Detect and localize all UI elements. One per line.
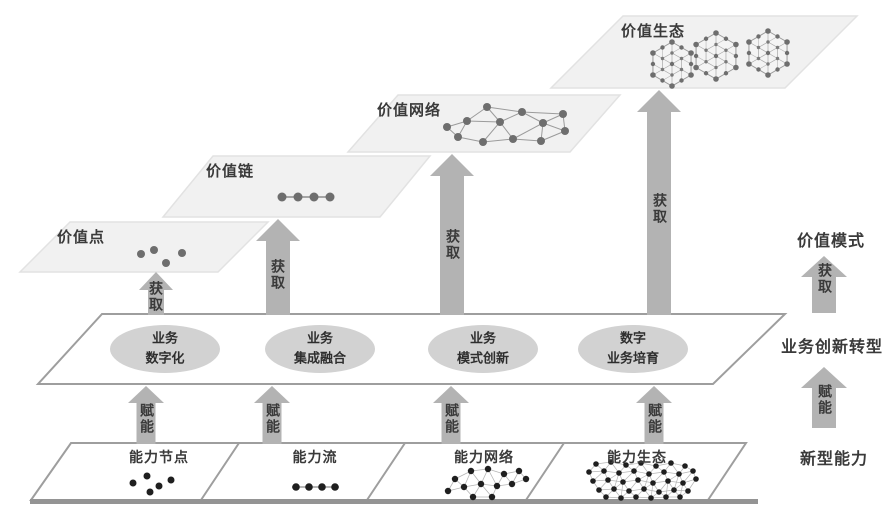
- tier-planes: [18, 15, 859, 273]
- tier-label-value-point: 价值点: [57, 228, 106, 246]
- ellipse-3-line-2: 业务培育: [606, 351, 660, 366]
- capability-network-glyph: [444, 465, 530, 501]
- enable-arrow-label-4: 赋能: [646, 403, 662, 435]
- capability-separator-1: [200, 442, 240, 501]
- ellipse-2-line-2: 模式创新: [456, 351, 510, 366]
- tier-label-value-network: 价值网络: [377, 101, 442, 119]
- ellipse-integration: [265, 325, 375, 373]
- capability-cell-label-network: 能力网络: [454, 450, 514, 466]
- baseline: [30, 499, 758, 504]
- ellipse-label-digital-cultivation: 数字 业务培育: [607, 330, 659, 369]
- capability-ecosystem-glyph: [586, 459, 699, 501]
- tier-plane-value-network: [346, 94, 622, 153]
- value-chain-glyph: [277, 192, 335, 202]
- ellipse-3-line-1: 数字: [619, 331, 647, 347]
- acquire-arrow-label-3: 获取: [444, 229, 460, 261]
- capability-cell-label-node: 能力节点: [129, 450, 189, 466]
- tier-plane-value-chain: [161, 155, 432, 218]
- ellipse-1-line-2: 集成融合: [293, 351, 347, 366]
- tier-label-value-chain: 价值链: [206, 162, 255, 180]
- ellipse-label-integration: 业务 集成融合: [294, 330, 346, 369]
- acquire-arrow-label-1: 获取: [147, 281, 163, 313]
- enable-arrow-label-1: 赋能: [138, 403, 154, 435]
- value-point-dots-glyph: [137, 246, 186, 267]
- ellipse-0-line-1: 业务: [151, 331, 179, 347]
- capability-node-dots-glyph: [129, 472, 175, 496]
- enable-arrow-label-2: 赋能: [264, 403, 280, 435]
- ellipse-digitalization: [110, 325, 220, 373]
- legend-acquire-label: 获取: [816, 263, 832, 295]
- legend-enable-label: 赋能: [816, 384, 832, 416]
- legend-transform: 业务创新转型: [780, 337, 884, 356]
- value-ecosystem-hexagons-glyph: [650, 28, 790, 89]
- ellipse-digital-cultivation: [578, 325, 688, 373]
- transform-ellipses: [110, 325, 688, 373]
- capability-band-plane: [29, 442, 758, 504]
- acquire-arrow-label-4: 获取: [651, 193, 667, 225]
- capability-separator-3: [525, 442, 565, 501]
- ellipse-model-innovation: [428, 325, 538, 373]
- tier-plane-value-point: [18, 221, 270, 273]
- tier-label-value-ecosystem: 价值生态: [621, 22, 686, 40]
- enable-arrow-label-3: 赋能: [443, 403, 459, 435]
- acquire-arrow-label-2: 获取: [269, 259, 285, 291]
- capability-separator-2: [366, 442, 406, 501]
- ellipse-1-line-1: 业务: [306, 331, 334, 347]
- legend-value-model: 价值模式: [796, 231, 866, 250]
- ellipse-2-line-1: 业务: [469, 331, 497, 347]
- ellipse-label-model-innovation: 业务 模式创新: [457, 330, 509, 369]
- ellipse-label-digitalization: 业务 数字化: [145, 330, 184, 369]
- arrows: [128, 90, 847, 444]
- capability-cell-label-flow: 能力流: [292, 450, 338, 466]
- ellipse-0-line-2: 数字化: [145, 351, 185, 366]
- value-network-glyph: [443, 103, 569, 146]
- legend-new-capability: 新型能力: [799, 449, 869, 468]
- capability-flow-glyph: [292, 483, 339, 491]
- capability-cell-label-ecosystem: 能力生态: [607, 450, 667, 466]
